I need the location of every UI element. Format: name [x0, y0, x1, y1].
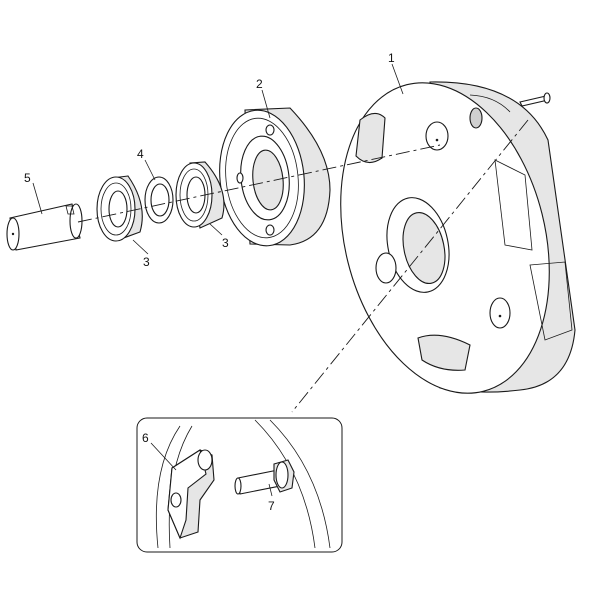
detail-callout-line [291, 119, 529, 413]
part-4-spacer-ring [144, 176, 174, 224]
center-axis-line [77, 144, 441, 223]
label-part-6: 6 [142, 431, 149, 445]
part-6-bracket [167, 449, 215, 540]
label-part-4: 4 [137, 147, 144, 161]
detail-inset [136, 417, 343, 553]
part-3-bearing-right [175, 161, 225, 229]
label-part-1: 1 [388, 51, 395, 65]
leader-lines [32, 63, 404, 497]
part-2-bearing-housing [219, 107, 331, 247]
label-part-7: 7 [268, 499, 275, 513]
part-7-bolt [234, 459, 295, 495]
label-part-5: 5 [24, 171, 31, 185]
label-part-3-right: 3 [222, 236, 229, 250]
part-1-rotor-wheel [340, 81, 576, 394]
label-part-3-left: 3 [143, 255, 150, 269]
part-5-shaft [6, 203, 83, 251]
part-3-bearing-left [96, 175, 143, 242]
label-part-2: 2 [256, 77, 263, 91]
